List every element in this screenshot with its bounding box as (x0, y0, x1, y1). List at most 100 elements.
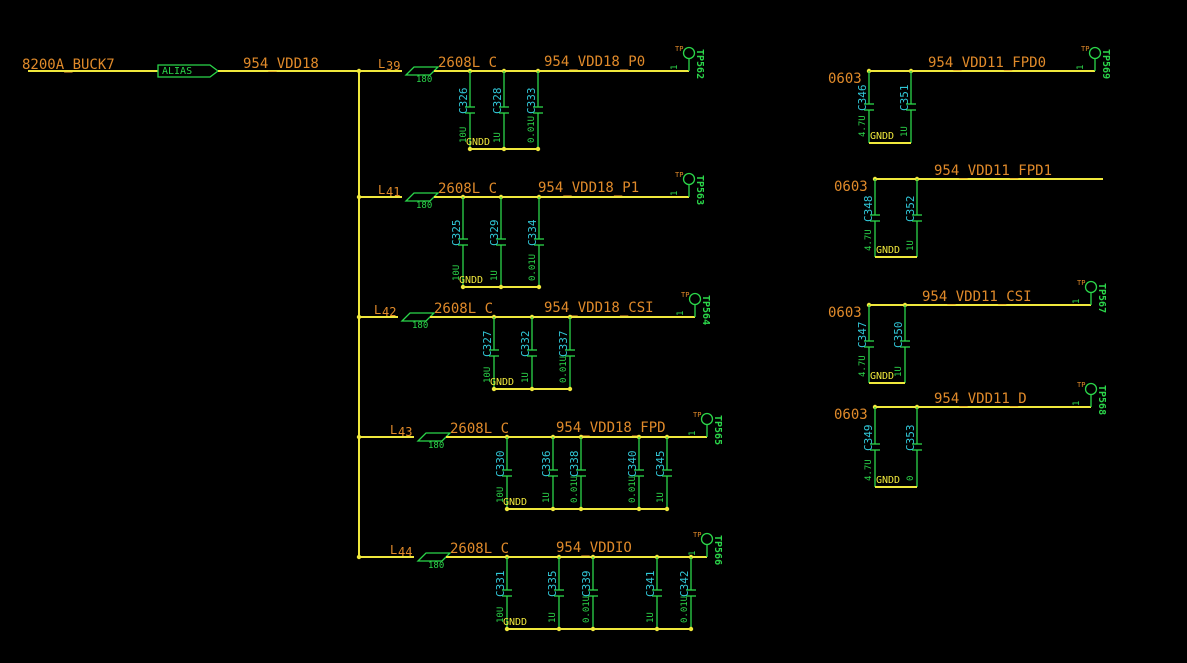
testpoint-pin: 1 (688, 551, 698, 556)
gnd-label: GNDD (870, 371, 894, 382)
cap-ref-label: C353 (904, 425, 917, 452)
cap-value-label: 10U (496, 607, 506, 623)
cap-value-label: 1U (521, 372, 531, 383)
net-label[interactable]: 954_VDD11_D (934, 391, 1027, 407)
bead-package: 2608L_C (450, 541, 509, 557)
bead-ref-number: 41 (386, 185, 400, 199)
net-label[interactable]: 954_VDD11_CSI (922, 289, 1032, 305)
cap-ref-label: C326 (457, 88, 470, 115)
cap-value-label: 10U (483, 367, 493, 383)
cap-ref-label: C333 (525, 88, 538, 115)
cap-ref-label: C338 (568, 451, 581, 478)
cap-value-label: 0 (906, 476, 916, 481)
bead-ref-number: 44 (398, 545, 412, 559)
cap-value-label: 0.01U (628, 476, 638, 503)
bead-ref-prefix: L (390, 423, 397, 437)
bead-ref-number: 39 (386, 59, 400, 73)
cap-value-label: 4.7U (864, 229, 874, 251)
alias-flag-shape (157, 64, 220, 78)
net-label[interactable]: 954_VDDIO (556, 540, 632, 556)
capacitor-c346[interactable]: C346 4.7U (856, 71, 874, 143)
cap-value-label: 1U (542, 492, 552, 503)
cap-ref-label: C346 (856, 85, 869, 112)
cap-ref-label: C350 (892, 322, 905, 349)
testpoint-icon (682, 172, 696, 186)
cap-ref-label: C334 (526, 219, 539, 246)
source-net-label[interactable]: 8200A_BUCK7 (22, 57, 115, 73)
net-label[interactable]: 954_VDD11_FPD0 (928, 55, 1046, 71)
main-net-label[interactable]: 954_VDD18 (243, 56, 319, 72)
junction-dot (664, 506, 670, 512)
net-label[interactable]: 954_VDD11_FPD1 (934, 163, 1052, 179)
cap-value-label: 4.7U (864, 459, 874, 481)
gnd-label: GNDD (503, 617, 527, 628)
testpoint-tag: TP (681, 291, 689, 299)
net-label[interactable]: 954_VDD18_FPD (556, 420, 666, 436)
bead-package: 2608L_C (434, 301, 493, 317)
cap-ref-label: C345 (654, 451, 667, 478)
package-label: 0603 (834, 407, 868, 423)
bead-body (416, 432, 452, 442)
cap-ref-label: C337 (557, 331, 570, 358)
net-label[interactable]: 954_VDD18_P0 (544, 54, 645, 70)
testpoint-icon (688, 292, 702, 306)
cap-ref-label: C328 (491, 88, 504, 115)
testpoint-ref: TP563 (694, 175, 705, 205)
net-label[interactable]: 954_VDD18_P1 (538, 180, 639, 196)
capacitor-c353[interactable]: C353 0 (904, 407, 922, 487)
testpoint-pin: 1 (670, 65, 680, 70)
cap-value-label: 4.7U (858, 115, 868, 137)
net-label[interactable]: 954_VDD18_CSI (544, 300, 654, 316)
junction-dot (460, 284, 466, 290)
test-point[interactable]: TP 1 TP566 (688, 531, 723, 565)
junction-dot (636, 506, 642, 512)
testpoint-ref: TP566 (712, 535, 723, 565)
alias-symbol[interactable]: ALIAS (157, 64, 220, 78)
testpoint-tag: TP (693, 531, 701, 539)
